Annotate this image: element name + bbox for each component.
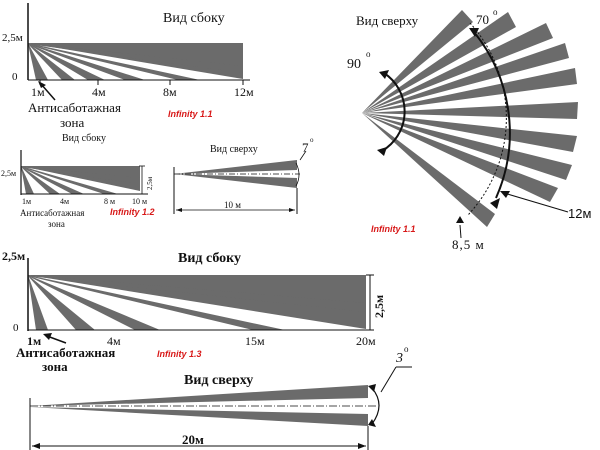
p4-angle-label: 7 <box>302 140 309 155</box>
p5-side-height-label: 2,5м <box>372 295 386 318</box>
p3-height-label: 2,5м <box>1 169 16 178</box>
p3-distance-4: 4м <box>60 197 69 206</box>
panel-2-top-view: Вид сверху 70 o 90 o 12м 8,5 м Infinity … <box>347 7 591 252</box>
p2-range-8-5-dotted-arc <box>467 22 507 216</box>
p6-angle-leader <box>380 366 397 393</box>
p4-beam-lower <box>174 174 297 188</box>
panel-5-side-view: 2,5м Вид сбоку 2,5м 0 1м 4м 15м 20м Анти… <box>2 249 386 374</box>
panel-1-side-view: Вид сбоку 2,5м 0 1м 4м 8м 12м Антисабота… <box>2 3 254 130</box>
p1-coverage-band <box>28 43 243 79</box>
p1-distance-4: 4м <box>92 85 106 99</box>
p6-beam-lower <box>30 407 368 426</box>
p2-title: Вид сверху <box>356 13 419 28</box>
panel-6-top-view: Вид сверху 3 o 20м <box>29 344 412 450</box>
p2-fan-beams <box>362 10 578 227</box>
p5-beam <box>28 275 95 330</box>
p2-beam <box>362 113 572 180</box>
p2-angle-top-degree: o <box>493 7 498 17</box>
p1-anti-tamper-beam <box>28 43 48 80</box>
panel-3-side-view: 2,5м Вид сбоку 2,5м 1м 4м 8 м 10 м Антис… <box>1 133 155 229</box>
p2-beam <box>362 43 569 113</box>
p3-beam <box>21 166 140 184</box>
p2-beam <box>362 113 558 202</box>
p3-anti-tamper-beam <box>21 166 34 194</box>
p1-beam <box>28 43 75 80</box>
p5-distance-20: 20м <box>356 334 376 348</box>
p3-distance-8: 8 м <box>104 197 115 206</box>
p1-beam <box>28 43 105 80</box>
p5-height-label: 2,5м <box>2 249 25 263</box>
p5-distance-1: 1м <box>27 334 41 348</box>
p5-distance-4: 4м <box>107 334 121 348</box>
p3-distance-1: 1м <box>22 197 31 206</box>
p6-angle-label: 3 <box>395 351 403 366</box>
panel-4-top-view: Вид сверху 7 o 10 м <box>173 136 314 214</box>
p1-title: Вид сбоку <box>163 11 225 26</box>
p2-beam <box>362 102 578 119</box>
p3-distance-10: 10 м <box>132 197 147 206</box>
p4-beam-upper <box>174 160 297 174</box>
p5-title: Вид сбоку <box>178 251 241 266</box>
p4-length-label: 10 м <box>224 200 241 210</box>
p2-range-12-leader <box>503 192 569 213</box>
p1-beam <box>28 43 145 80</box>
p3-title: Вид сбоку <box>62 133 106 144</box>
p2-beam <box>362 10 473 113</box>
p3-anti-tamper-line1: Антисаботажная <box>20 208 84 218</box>
p2-angle-90-arc <box>381 72 406 152</box>
p3-beam <box>21 166 118 194</box>
p1-height-label: 2,5м <box>2 32 23 44</box>
p3-beam <box>21 166 60 194</box>
p5-beam <box>28 275 160 330</box>
p1-beam <box>28 43 243 73</box>
p1-zero-label: 0 <box>12 71 18 83</box>
p5-anti-tamper-line2: зона <box>42 359 68 374</box>
p2-angle-70-arc <box>473 31 511 199</box>
p5-model-label: Infinity 1.3 <box>157 349 202 359</box>
p3-side-height-label: 2,5м <box>146 176 154 190</box>
p6-beam-upper <box>30 385 368 406</box>
p2-beam <box>362 68 577 113</box>
p6-title: Вид сверху <box>184 373 253 388</box>
p5-anti-tamper-beam <box>28 275 48 330</box>
p1-distance-8: 8м <box>163 85 177 99</box>
p1-model-label: Infinity 1.1 <box>168 109 213 119</box>
p2-angle-left-degree: o <box>366 49 371 59</box>
p4-title: Вид сверху <box>210 144 258 155</box>
p5-coverage-band <box>28 275 366 329</box>
p1-anti-tamper-line1: Антисаботажная <box>28 100 121 115</box>
p1-distance-1: 1м <box>31 85 45 99</box>
p6-angle-degree: o <box>404 344 409 354</box>
p4-angle-arc <box>295 162 300 187</box>
p1-beam <box>28 43 200 80</box>
p3-model-label: Infinity 1.2 <box>110 207 155 217</box>
p2-angle-left-label: 90 <box>347 57 361 72</box>
p1-distance-12: 12м <box>234 85 254 99</box>
p2-model-label: Infinity 1.1 <box>371 224 416 234</box>
p2-beam <box>362 113 577 152</box>
p5-anti-tamper-line1: Антисаботажная <box>16 345 115 360</box>
p2-distance-inner-label: 8,5 м <box>452 237 485 252</box>
p5-beam <box>28 275 366 312</box>
p5-distance-15: 15м <box>245 334 265 348</box>
p4-angle-degree: o <box>310 136 314 144</box>
p2-distance-outer-label: 12м <box>568 206 591 221</box>
p1-anti-tamper-arrow <box>40 83 56 101</box>
p3-anti-tamper-line2: зона <box>48 219 65 229</box>
p5-beam <box>28 275 285 330</box>
p6-length-label: 20м <box>182 432 204 447</box>
p5-zero-label: 0 <box>13 322 19 334</box>
p2-range-8-5-leader <box>459 224 462 239</box>
p2-beam <box>362 23 553 113</box>
p3-coverage-band <box>21 166 140 191</box>
p2-angle-top-label: 70 <box>476 12 489 27</box>
p1-anti-tamper-line2: зона <box>60 115 85 130</box>
p2-beam <box>362 113 495 227</box>
p3-beam <box>21 166 84 194</box>
